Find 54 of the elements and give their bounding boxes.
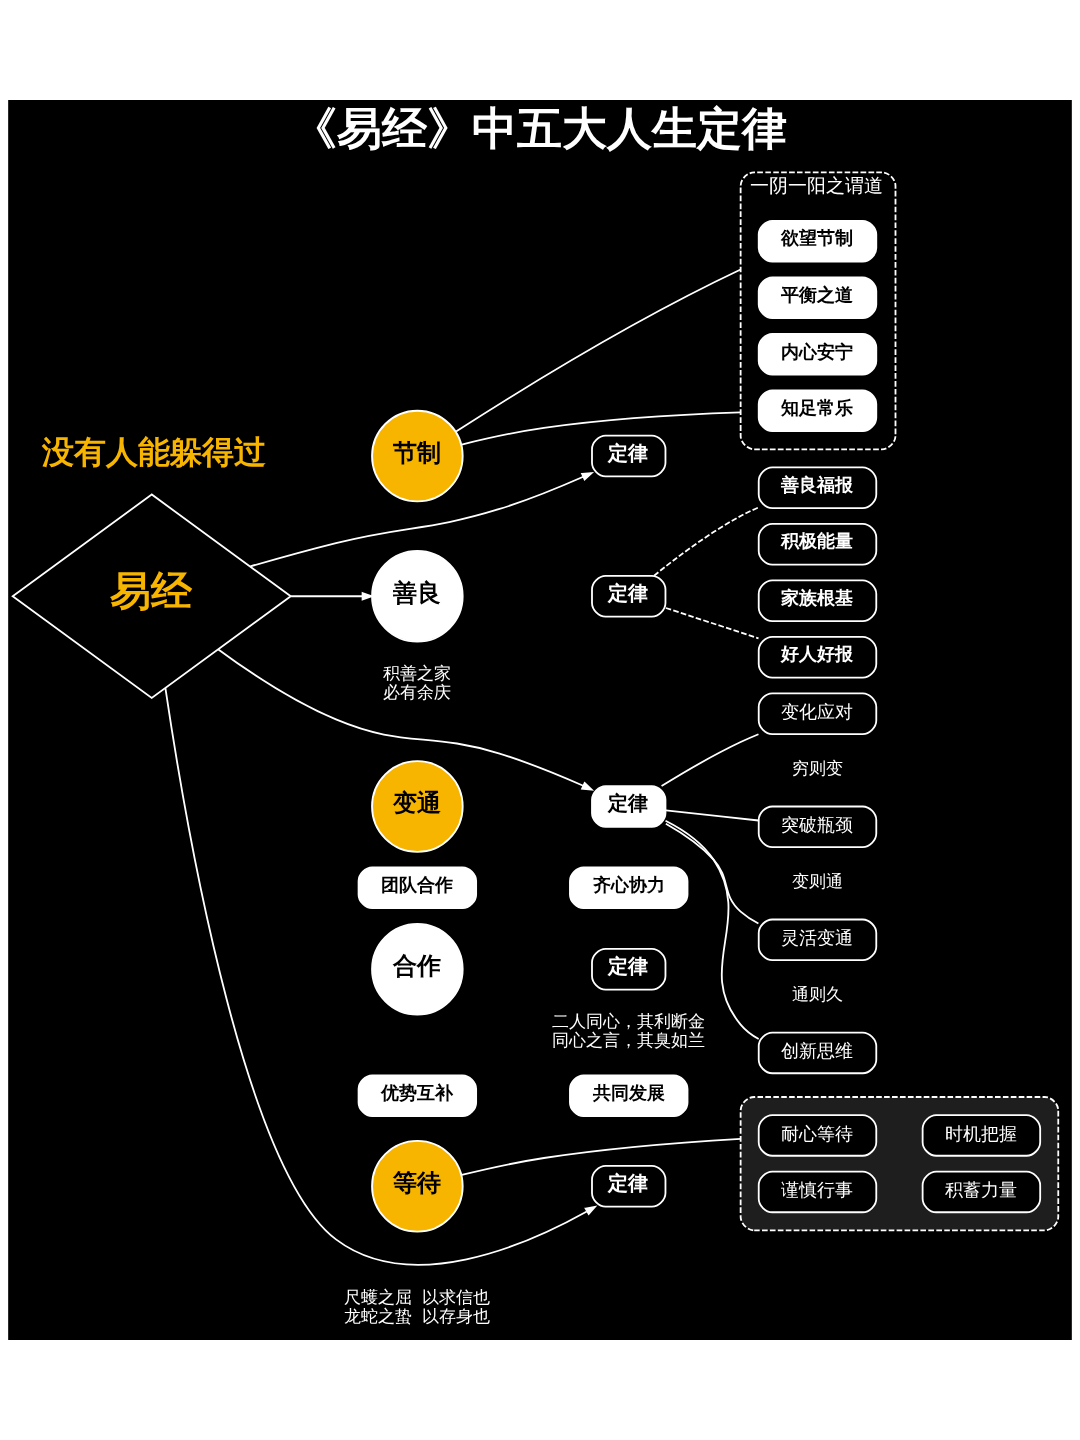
connector	[460, 411, 742, 446]
arrow	[164, 687, 598, 1266]
node-box: 定律	[591, 434, 667, 478]
node-label: 以求信也以存身也	[421, 1286, 490, 1326]
arrow	[290, 591, 375, 601]
connector	[455, 268, 742, 433]
node-circle: 节制	[371, 409, 464, 503]
node-label: 积善之家必有余庆	[383, 662, 452, 702]
node-circle: 善良	[371, 550, 464, 643]
connector	[660, 733, 760, 787]
node-box: 耐心等待	[757, 1114, 878, 1157]
node-box: 时机把握	[921, 1114, 1042, 1157]
node-circle: 等待	[371, 1140, 464, 1233]
label: 通则久	[791, 984, 843, 1005]
node-box: 齐心协力	[569, 866, 689, 910]
node-box: 好人好报	[757, 636, 878, 679]
connector	[460, 1137, 742, 1176]
node-circle: 合作	[371, 923, 464, 1016]
connector	[664, 819, 760, 1040]
node-box: 定律	[591, 948, 667, 991]
node-label: 尺蠖之屈龙蛇之蛰	[343, 1286, 412, 1326]
node-circle: 变通	[371, 760, 464, 853]
node-box: 定律	[591, 785, 667, 828]
node-box: 优势互补	[357, 1074, 478, 1118]
label: 变则通	[791, 871, 843, 892]
node-box: 知足常乐	[757, 389, 878, 433]
node-box: 定律	[591, 1165, 667, 1208]
node-box: 共同发展	[569, 1074, 689, 1118]
node-box: 家族根基	[757, 579, 878, 622]
node-box: 定律	[591, 574, 667, 618]
node-box: 平衡之道	[757, 276, 878, 320]
node-box: 变化应对	[757, 692, 878, 736]
label: 没有人能躲得过	[41, 433, 266, 470]
node-box: 灵活变通	[757, 918, 878, 962]
node-box: 积蓄力量	[921, 1170, 1042, 1214]
diagram-title: 《易经》中五大人生定律	[292, 102, 788, 156]
node-label: 二人同心，其利断金同心之言，其臭如兰	[551, 1010, 705, 1051]
node-box: 创新思维	[757, 1031, 878, 1075]
connector	[664, 607, 760, 640]
node-box: 内心安宁	[757, 333, 878, 376]
connector	[664, 822, 760, 925]
node-box: 欲望节制	[757, 220, 878, 263]
node-box: 积极能量	[757, 522, 878, 566]
arrow	[249, 471, 595, 568]
label: 穷则变	[791, 758, 843, 779]
arrow	[217, 648, 595, 791]
cluster	[739, 1096, 1060, 1232]
node-box: 善良福报	[757, 466, 878, 509]
node-box: 突破瓶颈	[757, 805, 878, 849]
connector	[653, 506, 760, 577]
connector	[664, 809, 760, 822]
node-box: 谨慎行事	[757, 1170, 878, 1214]
node-box: 团队合作	[357, 866, 478, 910]
node-diamond: 易经	[11, 493, 293, 700]
